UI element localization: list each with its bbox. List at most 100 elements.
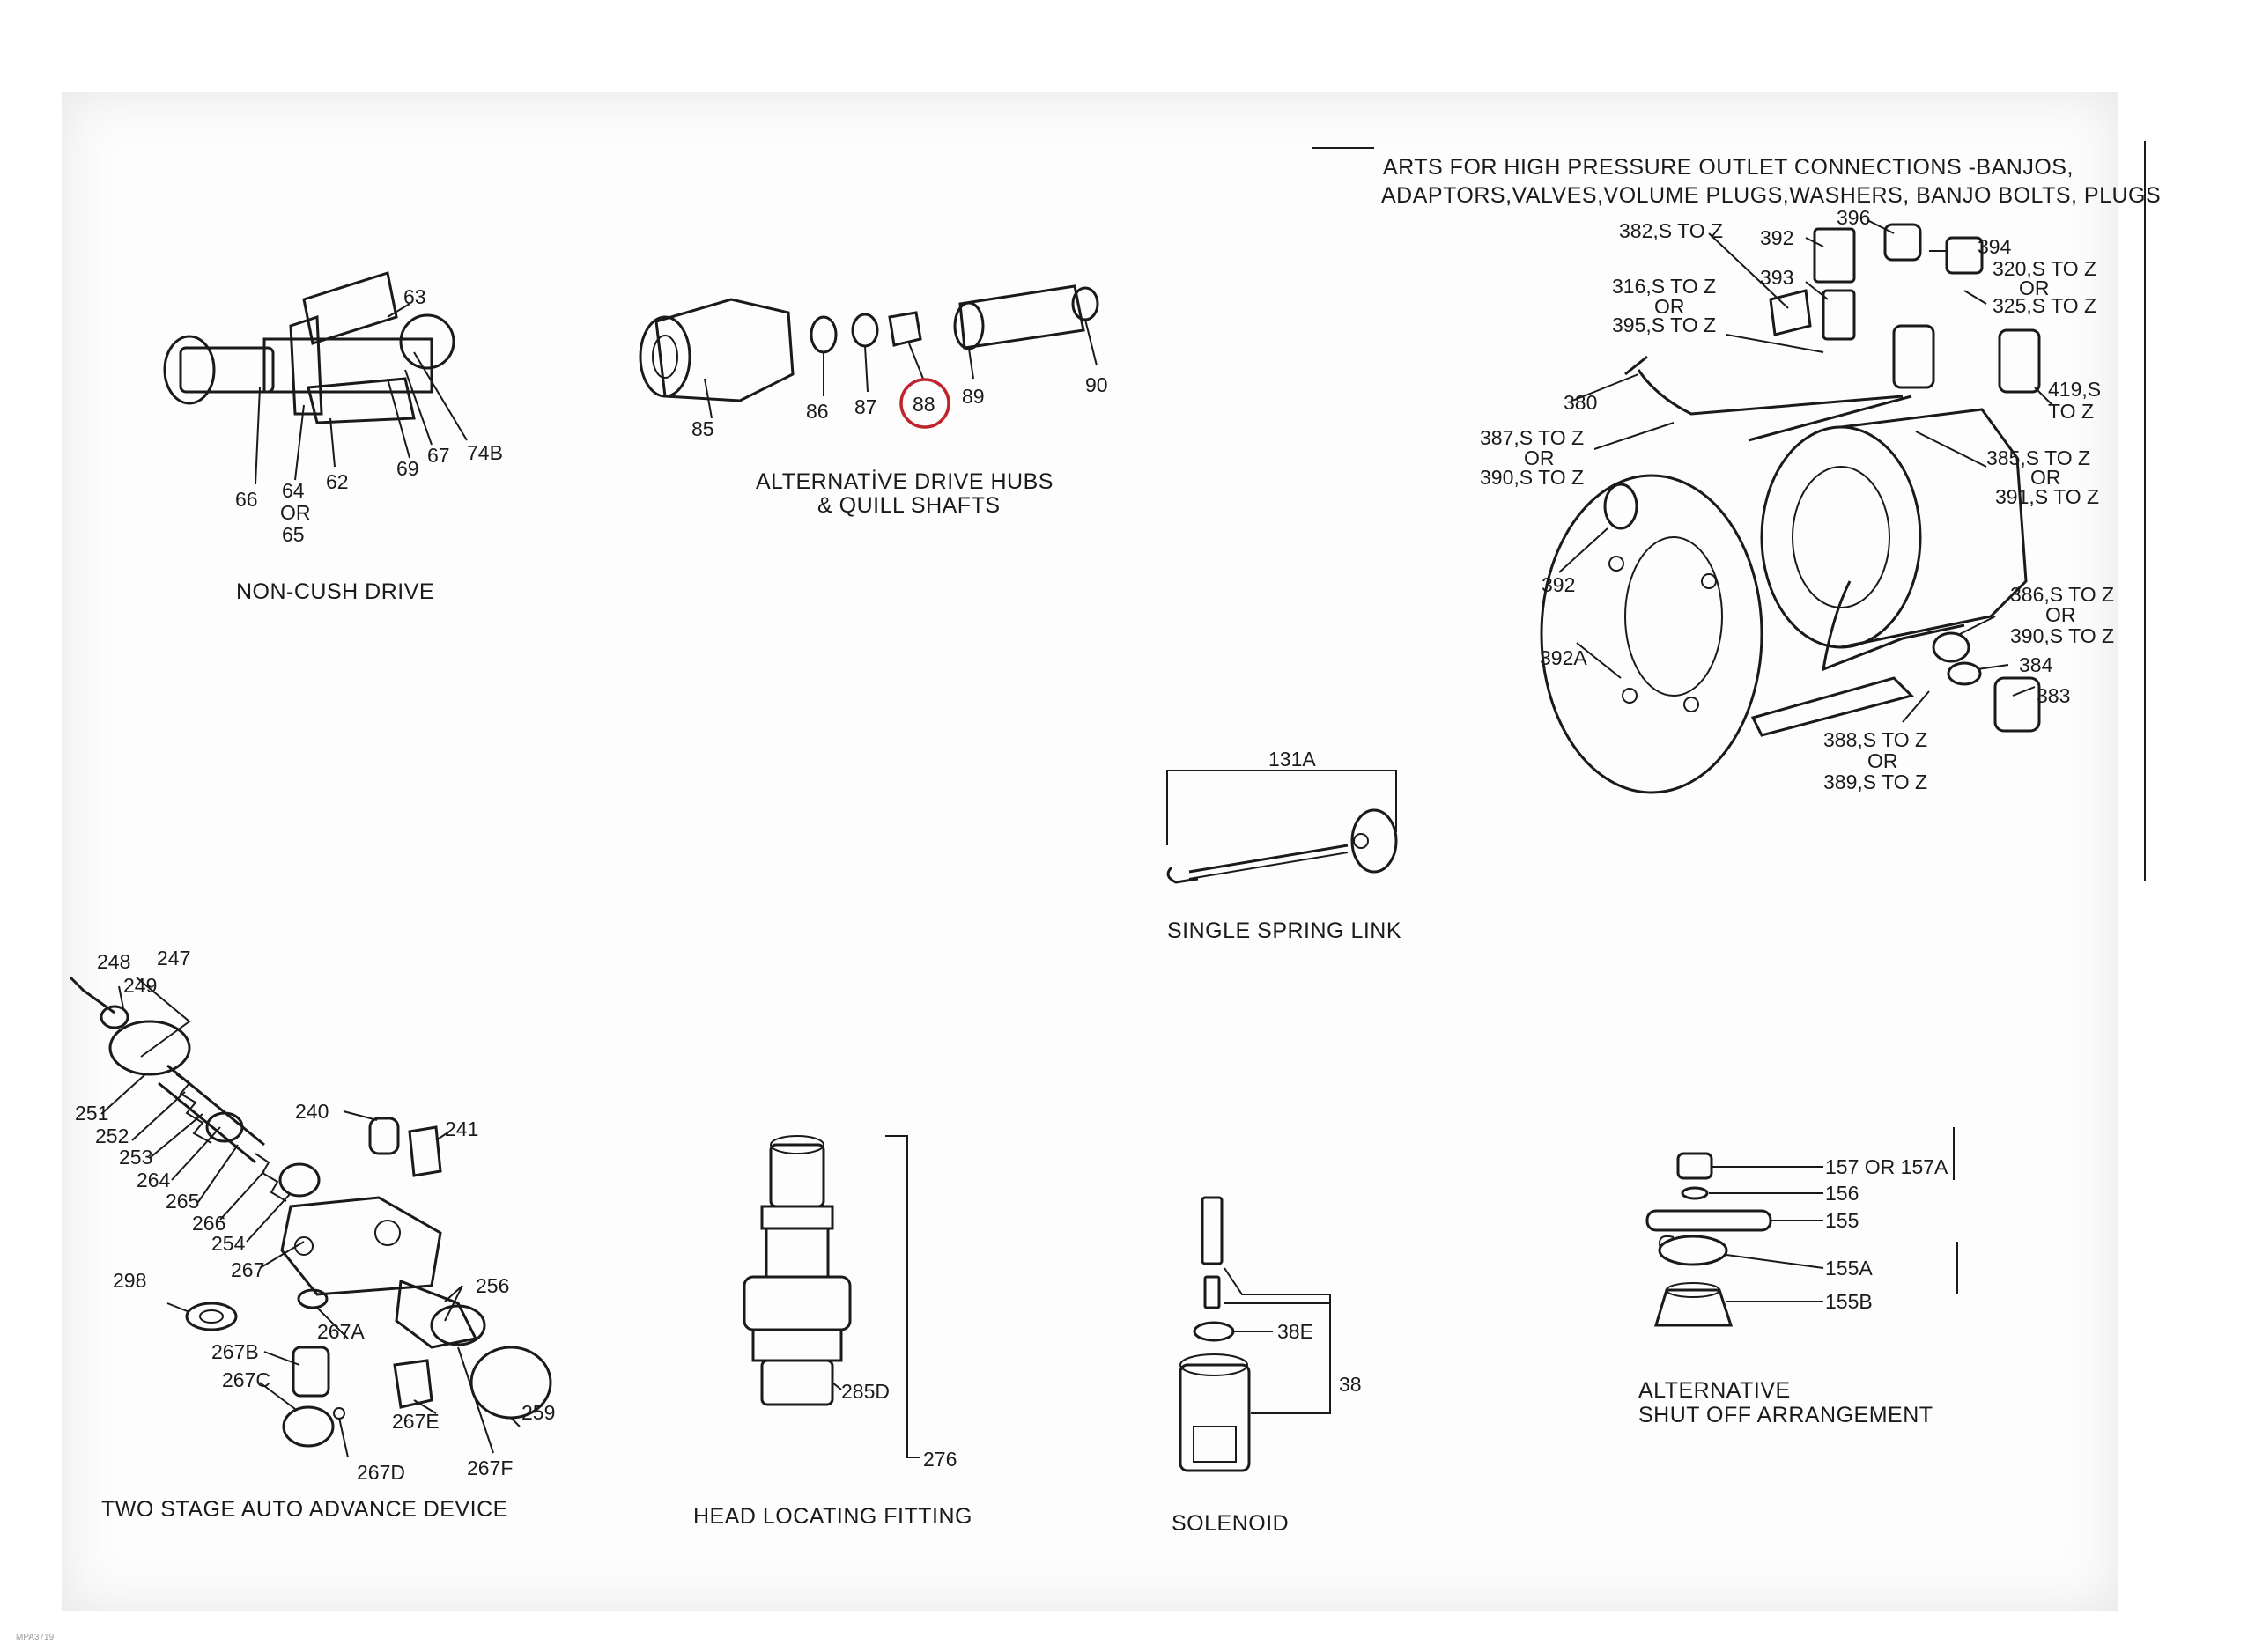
part-label-66: 66 <box>235 488 258 511</box>
part-label-316-or: OR <box>1654 295 1685 318</box>
part-label-385-or: OR <box>2030 466 2061 489</box>
part-label-85: 85 <box>691 417 714 440</box>
caption-hp-outlet-line1: ARTS FOR HIGH PRESSURE OUTLET CONNECTION… <box>1383 155 2074 180</box>
part-label-156: 156 <box>1825 1182 1859 1205</box>
part-label-267c: 267C <box>222 1368 270 1391</box>
part-label-385: 385,S TO Z <box>1986 446 2090 469</box>
non-cush-leaders <box>255 303 468 485</box>
part-label-249: 249 <box>123 974 157 997</box>
part-label-88: 88 <box>913 393 935 416</box>
caption-single-spring-link: SINGLE SPRING LINK <box>1167 918 1401 943</box>
part-label-89: 89 <box>962 385 985 408</box>
part-label-155b: 155B <box>1825 1290 1873 1313</box>
drive-hubs-leaders <box>704 319 1098 419</box>
part-label-65: 65 <box>282 523 305 546</box>
part-label-267f: 267F <box>467 1457 513 1479</box>
hp-outlet-illustration <box>1540 223 2041 794</box>
part-label-267a: 267A <box>317 1320 365 1343</box>
single-spring-link-illustration <box>1166 770 1398 884</box>
part-label-86: 86 <box>806 400 829 423</box>
part-label-395: 395,S TO Z <box>1612 313 1716 336</box>
part-label-316: 316,S TO Z <box>1612 275 1716 298</box>
part-label-264: 264 <box>137 1169 171 1191</box>
part-label-389: 389,S TO Z <box>1823 771 1927 793</box>
part-label-392-left: 392 <box>1542 573 1575 596</box>
part-label-266: 266 <box>192 1212 226 1235</box>
catalogue-page <box>62 92 2118 1611</box>
part-label-384: 384 <box>2019 653 2053 676</box>
part-label-380: 380 <box>1564 391 1597 414</box>
part-label-393: 393 <box>1760 266 1793 289</box>
part-label-276: 276 <box>923 1448 957 1471</box>
part-label-267b: 267B <box>211 1340 259 1363</box>
part-label-320: 320,S TO Z <box>1993 257 2096 280</box>
part-label-383: 383 <box>2037 684 2070 707</box>
caption-non-cush-drive: NON-CUSH DRIVE <box>236 579 434 604</box>
part-label-394: 394 <box>1978 235 2012 258</box>
part-label-87: 87 <box>854 395 877 418</box>
part-label-155: 155 <box>1825 1209 1859 1232</box>
part-label-64: 64 <box>282 479 305 502</box>
part-label-74b: 74B <box>467 441 503 464</box>
part-label-392-top: 392 <box>1760 226 1793 249</box>
highlight-circle-88 <box>899 378 950 429</box>
head-locating-fitting-illustration <box>743 1135 920 1458</box>
part-label-157: 157 OR 157A <box>1825 1155 1948 1178</box>
part-label-38e: 38E <box>1277 1320 1313 1343</box>
part-label-62: 62 <box>326 470 349 493</box>
part-label-388-or: OR <box>1867 749 1898 772</box>
part-label-131a: 131A <box>1268 748 1316 771</box>
auto-advance-illustration <box>69 976 552 1448</box>
part-label-386-or: OR <box>2045 603 2076 626</box>
document-code: MPA3719 <box>16 1633 55 1642</box>
part-label-90: 90 <box>1085 373 1108 396</box>
caption-drive-hubs-line2: & QUILL SHAFTS <box>817 493 1001 518</box>
part-label-285d: 285D <box>841 1380 890 1403</box>
part-label-390: 390,S TO Z <box>1480 466 1584 489</box>
part-label-396: 396 <box>1837 206 1870 229</box>
part-label-392a: 392A <box>1540 646 1587 669</box>
part-label-253: 253 <box>119 1146 152 1169</box>
part-label-252: 252 <box>95 1125 129 1147</box>
part-label-386: 386,S TO Z <box>2010 583 2114 606</box>
solenoid-illustration <box>1179 1196 1331 1472</box>
part-label-325: 325,S TO Z <box>1993 294 2096 317</box>
part-label-254: 254 <box>211 1232 246 1255</box>
caption-shut-off-line1: ALTERNATIVE <box>1638 1378 1791 1403</box>
part-label-240: 240 <box>295 1100 329 1123</box>
part-label-267d: 267D <box>357 1461 405 1484</box>
caption-solenoid: SOLENOID <box>1172 1511 1289 1536</box>
part-label-391: 391,S TO Z <box>1995 485 2099 508</box>
non-cush-drive-illustration <box>163 271 455 424</box>
part-label-38: 38 <box>1339 1373 1362 1396</box>
part-label-320-or: OR <box>2019 277 2050 299</box>
part-label-387-or: OR <box>1524 446 1555 469</box>
part-label-69: 69 <box>396 457 419 480</box>
part-label-267e: 267E <box>392 1410 440 1433</box>
caption-head-locating-fitting: HEAD LOCATING FITTING <box>693 1504 972 1529</box>
part-label-388: 388,S TO Z <box>1823 728 1927 751</box>
part-label-259: 259 <box>521 1401 555 1424</box>
part-label-67: 67 <box>427 444 450 467</box>
part-label-155a: 155A <box>1825 1257 1873 1280</box>
part-label-387: 387,S TO Z <box>1480 426 1584 449</box>
leader-285d <box>832 1382 842 1390</box>
caption-hp-outlet-line2: ADAPTORS,VALVES,VOLUME PLUGS,WASHERS, BA… <box>1381 183 2161 208</box>
caption-drive-hubs-line1: ALTERNATİVE DRIVE HUBS <box>756 468 1054 494</box>
shut-off-leaders <box>1709 1166 1824 1302</box>
drive-hubs-illustration <box>639 284 1099 402</box>
part-label-265: 265 <box>166 1190 199 1213</box>
part-label-390-right: 390,S TO Z <box>2010 624 2114 647</box>
part-label-256: 256 <box>476 1274 509 1297</box>
part-label-247: 247 <box>157 947 190 970</box>
hp-outlet-frame <box>1312 141 2146 881</box>
part-label-267: 267 <box>231 1258 264 1281</box>
part-label-248: 248 <box>97 950 130 973</box>
part-label-63: 63 <box>403 285 426 308</box>
shut-off-illustration <box>1645 1127 1958 1327</box>
part-label-382: 382,S TO Z <box>1619 219 1723 242</box>
part-label-251: 251 <box>75 1102 108 1125</box>
caption-two-stage-auto-advance: TWO STAGE AUTO ADVANCE DEVICE <box>101 1497 508 1522</box>
part-label-419: 419,S <box>2048 378 2101 401</box>
